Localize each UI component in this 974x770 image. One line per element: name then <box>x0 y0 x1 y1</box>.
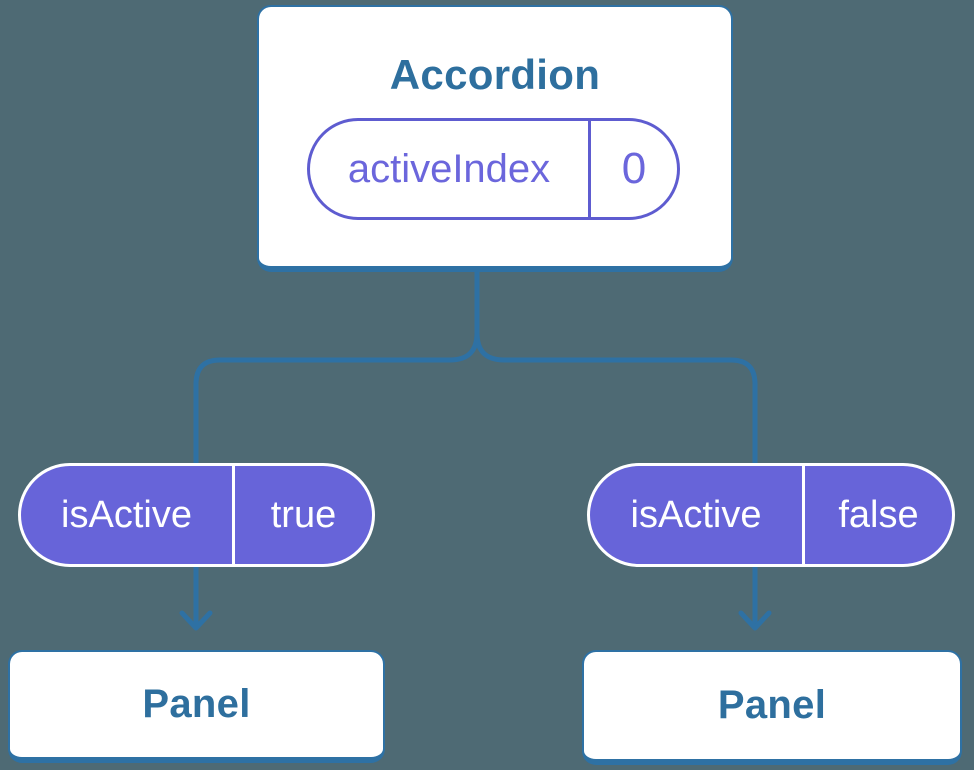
prop-pill-right: isActive false <box>587 463 955 567</box>
state-pill-divider <box>588 121 591 217</box>
prop-pill-divider <box>802 466 805 564</box>
prop-value-label: false <box>838 493 919 536</box>
prop-pill-left: isActive true <box>18 463 375 567</box>
accordion-node-title: Accordion <box>389 51 601 98</box>
panel-node-right: Panel <box>582 650 962 765</box>
panel-node-title: Panel <box>717 683 827 727</box>
arrowhead-down-left-icon <box>179 610 213 631</box>
connector-right-branch <box>474 265 758 630</box>
prop-name-label: isActive <box>630 493 762 536</box>
panel-node-left: Panel <box>8 650 385 763</box>
connector-left-branch <box>193 265 480 630</box>
state-name-label: activeIndex <box>347 146 551 191</box>
arrowhead-down-right-icon <box>738 610 772 631</box>
state-pill: activeIndex 0 <box>307 118 680 220</box>
prop-pill-divider <box>232 466 235 564</box>
prop-name-label: isActive <box>61 493 192 536</box>
accordion-node: Accordion activeIndex 0 <box>257 5 733 272</box>
prop-value-label: true <box>270 493 337 536</box>
state-value-label: 0 <box>621 144 647 193</box>
panel-node-title: Panel <box>142 682 251 726</box>
